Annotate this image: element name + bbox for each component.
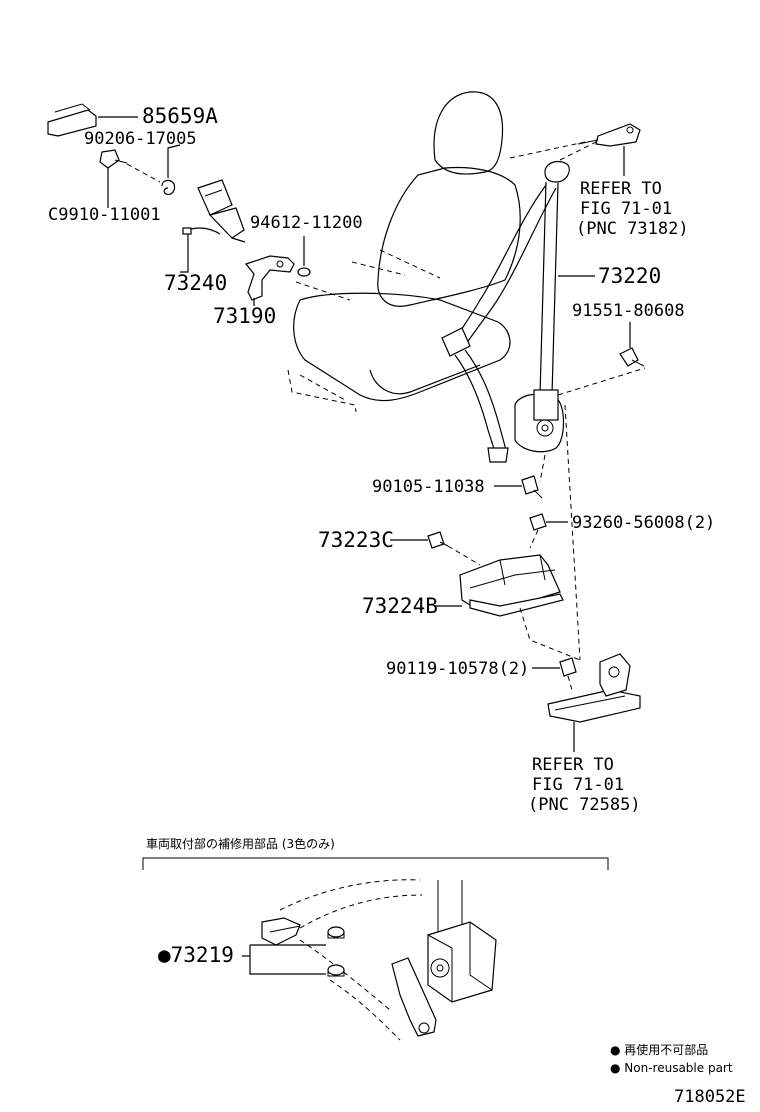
part-73219-clips xyxy=(242,926,345,977)
refer-bottom-line1: REFER TO xyxy=(532,755,614,775)
label-c9910: C9910-11001 xyxy=(48,205,161,225)
refer-bottom-line2: FIG 71-01 xyxy=(532,775,624,795)
part-bolt-c9910 xyxy=(99,149,161,208)
label-73223c: 73223C xyxy=(318,528,394,552)
part-bolt-93260 xyxy=(529,513,568,549)
part-cover-73224b xyxy=(434,554,581,661)
label-91551: 91551-80608 xyxy=(572,301,685,321)
label-85659a: 85659A xyxy=(142,104,218,128)
part-bolt-90119 xyxy=(532,657,577,691)
seat-illustration xyxy=(287,91,521,413)
part-bolt-90105 xyxy=(494,475,543,499)
refer-top-line1: REFER TO xyxy=(580,179,662,199)
part-bracket-73190 xyxy=(244,255,295,306)
part-floor-anchor-ref xyxy=(547,653,641,752)
label-90119: 90119-10578(2) xyxy=(386,659,529,679)
part-shoulder-anchor-ref xyxy=(509,123,641,176)
part-bolt-91551 xyxy=(619,322,645,367)
legend-jp: ● 再使用不可部品 xyxy=(610,1042,708,1057)
supplement-caption: 車両取付部の補修用部品 (3色のみ) xyxy=(146,836,335,851)
label-90206: 90206-17005 xyxy=(84,129,197,149)
refer-top-line3: (PNC 73182) xyxy=(576,219,689,239)
part-screw-73223c xyxy=(390,531,481,566)
label-73190: 73190 xyxy=(213,304,276,328)
label-73224b: 73224B xyxy=(362,594,438,618)
part-washer-94612 xyxy=(295,236,351,301)
label-73240: 73240 xyxy=(164,271,227,295)
refer-bottom-line3: (PNC 72585) xyxy=(528,795,641,815)
refer-top-line2: FIG 71-01 xyxy=(580,199,672,219)
label-73220: 73220 xyxy=(598,264,661,288)
label-94612: 94612-11200 xyxy=(250,213,363,233)
part-washer-90206 xyxy=(161,144,181,195)
part-buckle-73240 xyxy=(180,179,246,273)
label-90105: 90105-11038 xyxy=(372,477,485,497)
figure-code: 718052E xyxy=(674,1087,746,1107)
supplement-illustration xyxy=(261,879,497,1041)
part-85659a-clip xyxy=(47,103,138,137)
supplement-bracket-line xyxy=(142,857,609,870)
seat-belt-assembly xyxy=(441,139,646,661)
label-73219: ●73219 xyxy=(158,943,234,967)
label-93260: 93260-56008(2) xyxy=(572,513,715,533)
legend-en: ● Non-reusable part xyxy=(610,1061,733,1075)
